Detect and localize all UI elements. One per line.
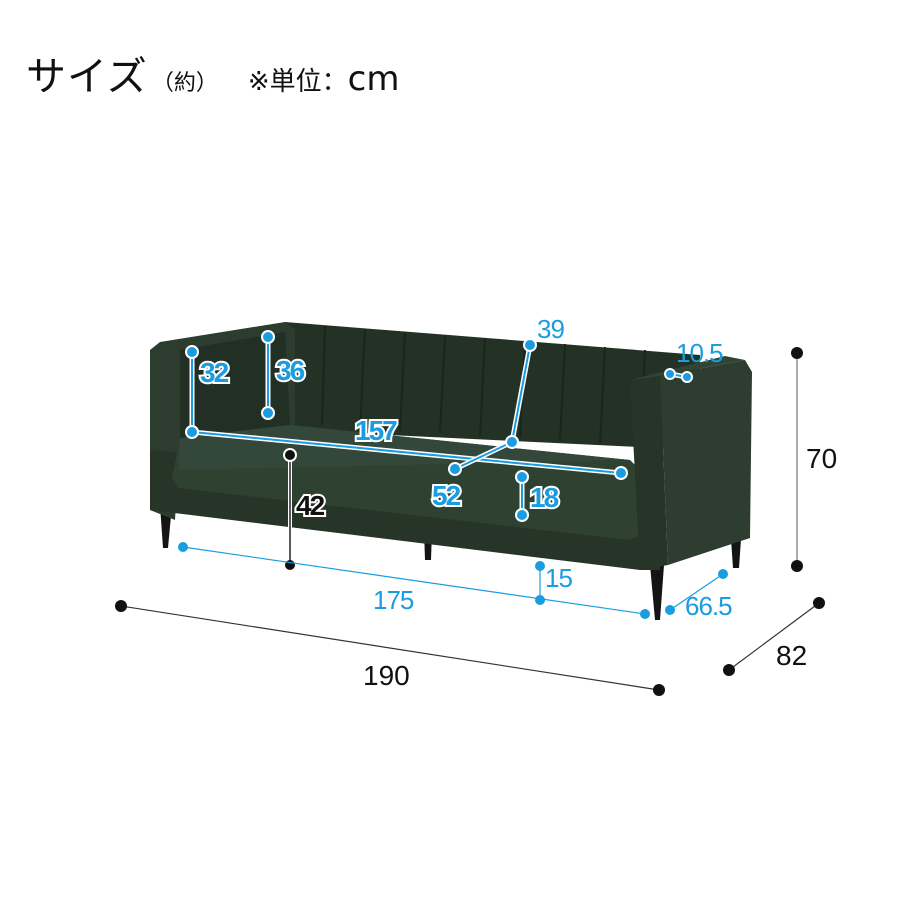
label-floor-clearance: 15 <box>545 563 572 593</box>
outer-dimensions: 190 82 70 <box>115 347 837 696</box>
title-size: サイズ <box>26 54 148 100</box>
label-overall-height: 70 <box>806 443 837 474</box>
label-overall-width: 190 <box>363 660 410 691</box>
label-overall-depth: 82 <box>776 640 807 671</box>
sofa-backrest <box>285 322 700 450</box>
label-cushion-thickness: 18 <box>530 482 559 513</box>
label-armrest-inner-height: 32 <box>200 357 229 388</box>
label-leg-span-width: 175 <box>373 585 414 615</box>
leg-front-right <box>650 565 664 620</box>
right-armrest-front <box>630 376 668 570</box>
right-armrest-side <box>660 360 752 565</box>
inner-dimensions: 32 36 157 39 52 18 10.5 <box>178 314 733 621</box>
label-backrest-depth: 39 <box>537 314 564 344</box>
unit-note: ※単位： <box>247 67 348 97</box>
title-approx: （約） <box>151 71 218 96</box>
unit-value: cm <box>347 59 400 99</box>
label-seat-depth: 52 <box>432 480 461 511</box>
label-leg-span-depth: 66.5 <box>685 591 732 621</box>
page-title: サイズ（約） ※単位：cm <box>26 44 399 102</box>
label-seat-height: 42 <box>296 490 325 521</box>
label-armrest-width: 10.5 <box>676 338 723 368</box>
label-backrest-height: 36 <box>276 355 305 386</box>
right-armrest-top <box>630 356 745 380</box>
label-seat-width: 157 <box>355 415 397 446</box>
